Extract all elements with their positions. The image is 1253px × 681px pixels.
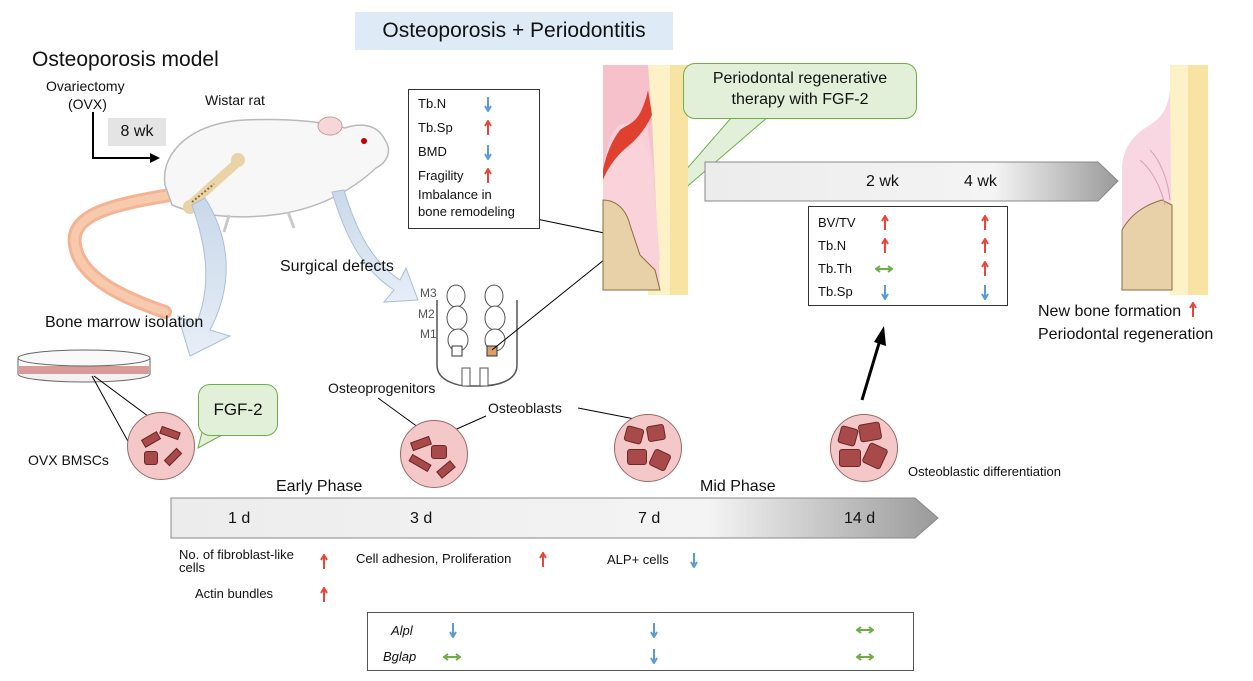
ovx-arrow: [92, 112, 150, 159]
finding-label: Tb.Sp: [418, 120, 453, 135]
osteoporosis-model-heading: Osteoporosis model: [32, 48, 219, 71]
fgf2-callout: FGF-2: [198, 384, 278, 436]
therapy-callout: Periodontal regenerative therapy with FG…: [683, 63, 917, 119]
ovx-bmscs-label: OVX BMSCs: [28, 452, 109, 468]
cell-circle-14d: [830, 414, 898, 482]
timepoint-7d: 7 d: [638, 510, 661, 527]
therapy-text: therapy with FGF-2: [731, 91, 869, 108]
timepoint-4wk: 4 wk: [964, 173, 997, 190]
ovx-abbrev: (OVX): [68, 96, 107, 112]
finding-adhesion: Cell adhesion, Proliferation: [356, 551, 512, 566]
arrow-to-surgical-defects: [331, 189, 419, 303]
periodontal-tissue-after: [1121, 65, 1208, 295]
remodeling-note: bone remodeling: [418, 204, 515, 219]
cell-circle-7d: [614, 414, 682, 482]
finding-fibroblast: No. of fibroblast-like cells: [179, 547, 294, 575]
cell-circle-3d: [400, 420, 468, 488]
molar-m2-label: M2: [418, 307, 435, 321]
molar-m3-label: M3: [420, 286, 437, 300]
timepoint-1d: 1 d: [228, 510, 251, 527]
ovx-label: Ovariectomy: [46, 78, 125, 94]
page-title: Osteoporosis + Periodontitis: [355, 12, 673, 50]
perio-regen-label: Periodontal regeneration: [1038, 326, 1214, 343]
cell-circle-ovx-bmscs: [127, 412, 195, 480]
result-label: Tb.N: [818, 238, 847, 253]
new-bone-label: New bone formation: [1038, 301, 1197, 323]
finding-label: BMD: [418, 144, 447, 159]
osteoblastic-diff-label: Osteoblastic differentiation: [908, 464, 1061, 479]
gene-name: Alpl: [391, 623, 413, 638]
in-vitro-timeline-arrow: [170, 497, 939, 539]
finding-actin: Actin bundles: [195, 586, 274, 601]
timepoint-14d: 14 d: [844, 510, 876, 527]
therapy-text: Periodontal regenerative: [712, 70, 888, 87]
result-label: Tb.Th: [818, 261, 852, 276]
in-vivo-results-box: BV/TV Tb.N Tb.Th Tb.Sp: [808, 206, 1008, 306]
result-label: BV/TV: [818, 215, 856, 230]
jaw-teeth-icon: [436, 284, 518, 387]
femur-bone: [183, 153, 245, 214]
bone-marrow-label: Bone marrow isolation: [45, 314, 204, 331]
molar-m1-label: M1: [420, 327, 437, 341]
phase-mid: Mid Phase: [700, 478, 776, 495]
surgical-defects-label: Surgical defects: [280, 258, 394, 275]
gene-expression-box: Alpl Bglap: [367, 612, 914, 671]
finding-alp: ALP+ cells: [607, 552, 669, 567]
arrow-to-bone-marrow: [177, 197, 232, 357]
osteoprogenitors-label: Osteoprogenitors: [328, 380, 436, 396]
remodeling-note: Imbalance in: [418, 187, 492, 202]
animal-label: Wistar rat: [205, 92, 265, 108]
timepoint-3d: 3 d: [410, 510, 433, 527]
arrow-up-icon: [1188, 301, 1197, 323]
osteoporosis-findings-box: Tb.N Tb.Sp BMD Fragility Imbalance in bo…: [408, 89, 540, 229]
osteoblasts-label: Osteoblasts: [488, 400, 562, 416]
duration-badge: 8 wk: [108, 118, 166, 146]
finding-label: Fragility: [418, 168, 464, 183]
phase-early: Early Phase: [276, 478, 363, 495]
gene-name: Bglap: [383, 649, 417, 664]
result-label: Tb.Sp: [818, 284, 853, 299]
petri-dish-icon: [17, 349, 151, 383]
finding-label: Tb.N: [418, 96, 447, 111]
timepoint-2wk: 2 wk: [866, 173, 899, 190]
in-vivo-timeline-arrow: [704, 161, 1119, 202]
periodontal-tissue-before: [602, 65, 688, 295]
